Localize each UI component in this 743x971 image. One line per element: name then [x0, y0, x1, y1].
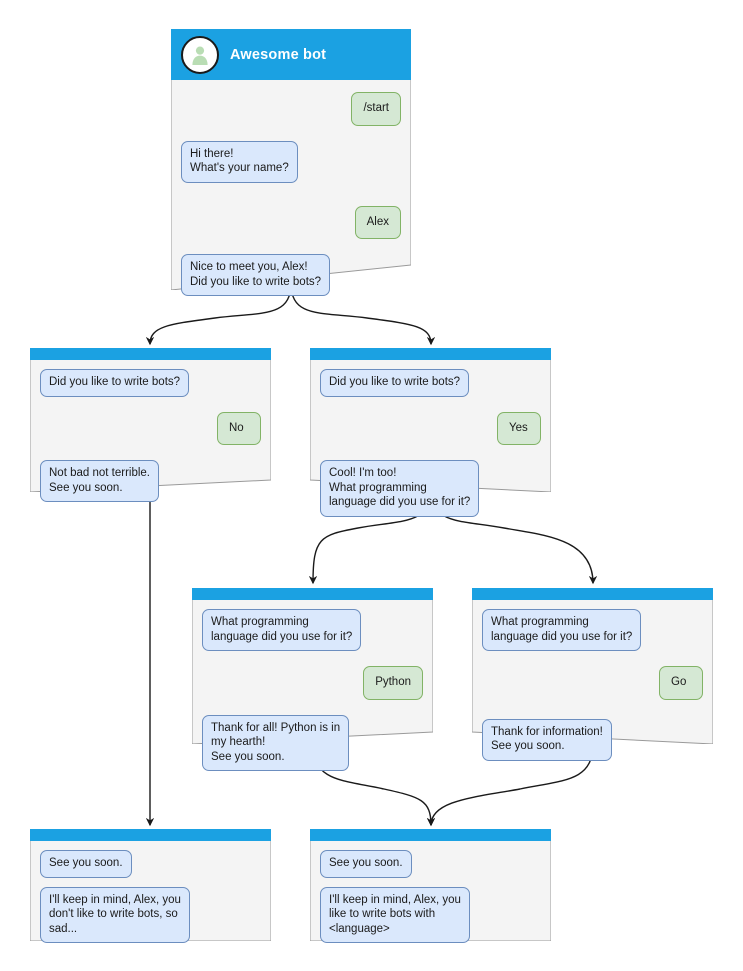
message-row: What programming language did you use fo…: [202, 609, 423, 651]
node-no-branch-header: [30, 348, 271, 360]
node-yes-branch[interactable]: Did you like to write bots? Yes Cool! I'…: [310, 348, 551, 517]
bot-message-bubble[interactable]: Thank for information! See you soon.: [482, 718, 612, 761]
node-go-branch[interactable]: What programming language did you use fo…: [472, 588, 713, 761]
message-row: No: [40, 411, 261, 445]
user-message-bubble[interactable]: Go: [659, 666, 703, 700]
person-avatar-icon: [181, 35, 219, 74]
node-go-branch-chat: What programming language did you use fo…: [472, 600, 713, 771]
bot-message-bubble[interactable]: I'll keep in mind, Alex, you don't like …: [40, 886, 190, 943]
node-no-branch[interactable]: Did you like to write bots? No Not bad n…: [30, 348, 271, 502]
node-end-no-chat: See you soon. I'll keep in mind, Alex, y…: [30, 841, 271, 953]
bot-message-bubble[interactable]: What programming language did you use fo…: [482, 609, 642, 651]
message-row: Not bad not terrible. See you soon.: [40, 460, 261, 502]
node-yes-branch-header: [310, 348, 551, 360]
bot-message-bubble[interactable]: I'll keep in mind, Alex, you like to wri…: [320, 886, 470, 943]
message-row: Hi there! What's your name?: [181, 140, 401, 183]
bot-message-bubble[interactable]: Thank for all! Python is in my hearth! S…: [202, 714, 350, 771]
message-row: Thank for all! Python is in my hearth! S…: [202, 714, 423, 771]
message-row: Did you like to write bots?: [320, 369, 541, 397]
message-row: What programming language did you use fo…: [482, 609, 703, 651]
node-end-yes-header: [310, 829, 551, 841]
message-row: See you soon.: [40, 850, 261, 878]
message-row: Alex: [181, 205, 401, 239]
message-row: I'll keep in mind, Alex, you like to wri…: [320, 886, 541, 943]
node-root-header: Awesome bot: [171, 29, 411, 80]
message-row: /start: [181, 92, 401, 126]
node-python-branch[interactable]: What programming language did you use fo…: [192, 588, 433, 771]
node-end-no-header: [30, 829, 271, 841]
node-root[interactable]: Awesome bot /start Hi there! What's your…: [171, 29, 411, 296]
bot-message-bubble[interactable]: Cool! I'm too! What programming language…: [320, 460, 480, 517]
message-row: Nice to meet you, Alex! Did you like to …: [181, 254, 401, 296]
user-message-bubble[interactable]: Python: [363, 666, 423, 700]
node-root-chat: /start Hi there! What's your name? Alex …: [171, 80, 411, 306]
message-row: See you soon.: [320, 850, 541, 878]
bot-message-bubble[interactable]: Not bad not terrible. See you soon.: [40, 460, 160, 502]
node-go-branch-header: [472, 588, 713, 600]
message-row: Thank for information! See you soon.: [482, 718, 703, 761]
node-no-branch-chat: Did you like to write bots? No Not bad n…: [30, 360, 271, 512]
bot-message-bubble[interactable]: Nice to meet you, Alex! Did you like to …: [181, 254, 331, 296]
bot-message-bubble[interactable]: See you soon.: [40, 850, 132, 878]
message-row: Yes: [320, 411, 541, 445]
user-message-bubble[interactable]: Yes: [497, 411, 541, 445]
bot-message-bubble[interactable]: Did you like to write bots?: [320, 369, 470, 397]
node-end-yes-chat: See you soon. I'll keep in mind, Alex, y…: [310, 841, 551, 953]
node-end-no[interactable]: See you soon. I'll keep in mind, Alex, y…: [30, 829, 271, 943]
user-message-bubble[interactable]: /start: [351, 92, 401, 126]
node-python-branch-header: [192, 588, 433, 600]
node-end-yes[interactable]: See you soon. I'll keep in mind, Alex, y…: [310, 829, 551, 943]
node-python-branch-chat: What programming language did you use fo…: [192, 600, 433, 781]
bot-title: Awesome bot: [230, 46, 327, 63]
bot-message-bubble[interactable]: Hi there! What's your name?: [181, 140, 298, 183]
bot-message-bubble[interactable]: See you soon.: [320, 850, 412, 878]
message-row: Go: [482, 666, 703, 700]
node-yes-branch-chat: Did you like to write bots? Yes Cool! I'…: [310, 360, 551, 527]
message-row: Cool! I'm too! What programming language…: [320, 460, 541, 517]
user-message-bubble[interactable]: No: [217, 411, 261, 445]
bot-message-bubble[interactable]: What programming language did you use fo…: [202, 609, 362, 651]
message-row: Python: [202, 666, 423, 700]
message-row: I'll keep in mind, Alex, you don't like …: [40, 886, 261, 943]
user-message-bubble[interactable]: Alex: [354, 205, 401, 239]
bot-message-bubble[interactable]: Did you like to write bots?: [40, 369, 190, 397]
message-row: Did you like to write bots?: [40, 369, 261, 397]
